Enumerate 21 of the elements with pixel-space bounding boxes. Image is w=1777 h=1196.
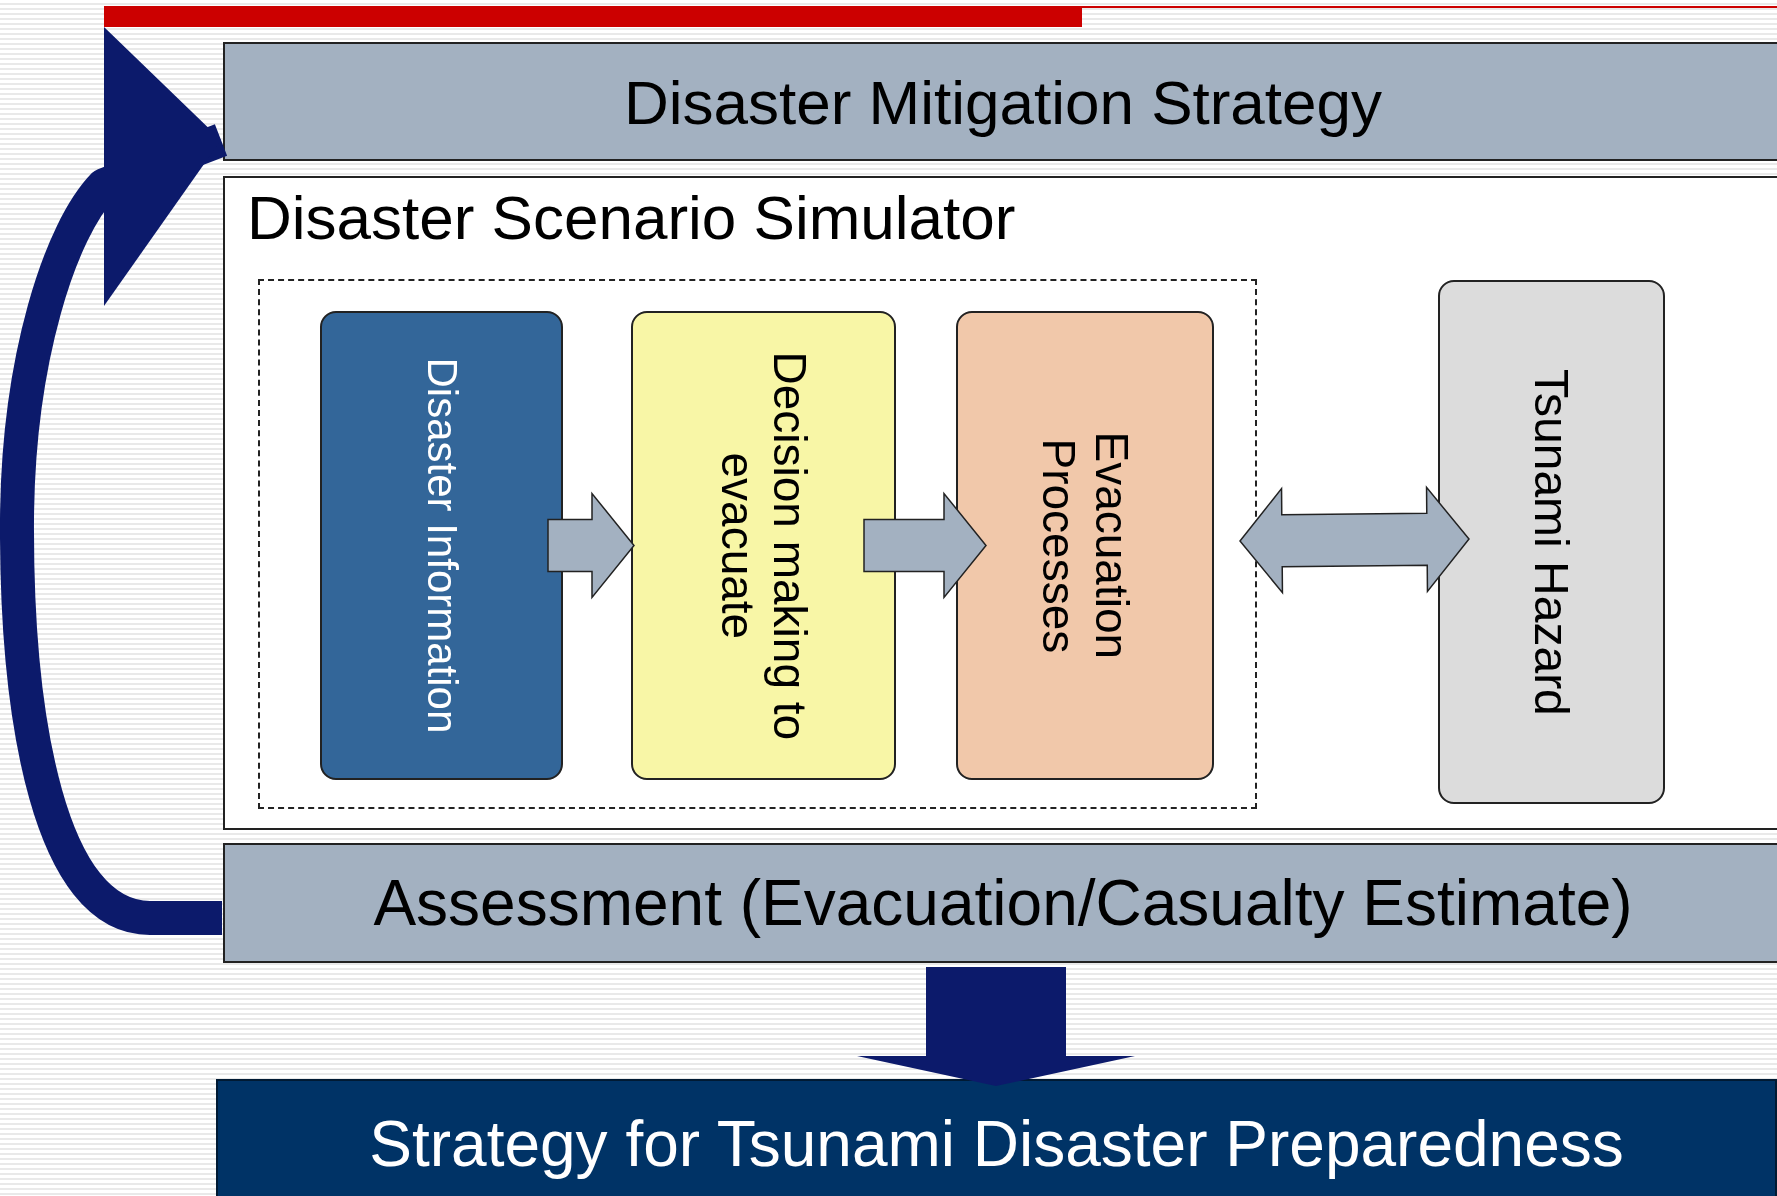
process-box <box>320 311 563 780</box>
hazard-box <box>1438 280 1665 804</box>
panel-title: Disaster Scenario Simulator <box>247 182 1016 253</box>
simulator-panel <box>223 176 1777 830</box>
process-box <box>956 311 1214 780</box>
double-arrow <box>1239 485 1470 595</box>
block-arrow <box>863 491 987 600</box>
block-arrow <box>547 491 635 600</box>
node-label: Disaster Information <box>417 356 466 736</box>
outcome-bar <box>216 1079 1777 1196</box>
down-arrow <box>857 967 1135 1086</box>
assessment-bar <box>223 843 1777 963</box>
strategy-bar <box>223 42 1777 161</box>
dashed-group-box <box>258 279 1257 809</box>
node-label: Disaster Mitigation Strategy <box>623 66 1383 137</box>
node-label: Assessment (Evacuation/Casualty Estimate) <box>373 866 1633 940</box>
node-label: Evacuation Processes <box>1032 430 1138 662</box>
node-label: Tsunami Hazard <box>1524 367 1580 718</box>
node-label: Strategy for Tsunami Disaster Preparedness <box>369 1107 1624 1181</box>
node-label: Decision making to evacuate <box>710 350 817 742</box>
process-box <box>631 311 896 780</box>
